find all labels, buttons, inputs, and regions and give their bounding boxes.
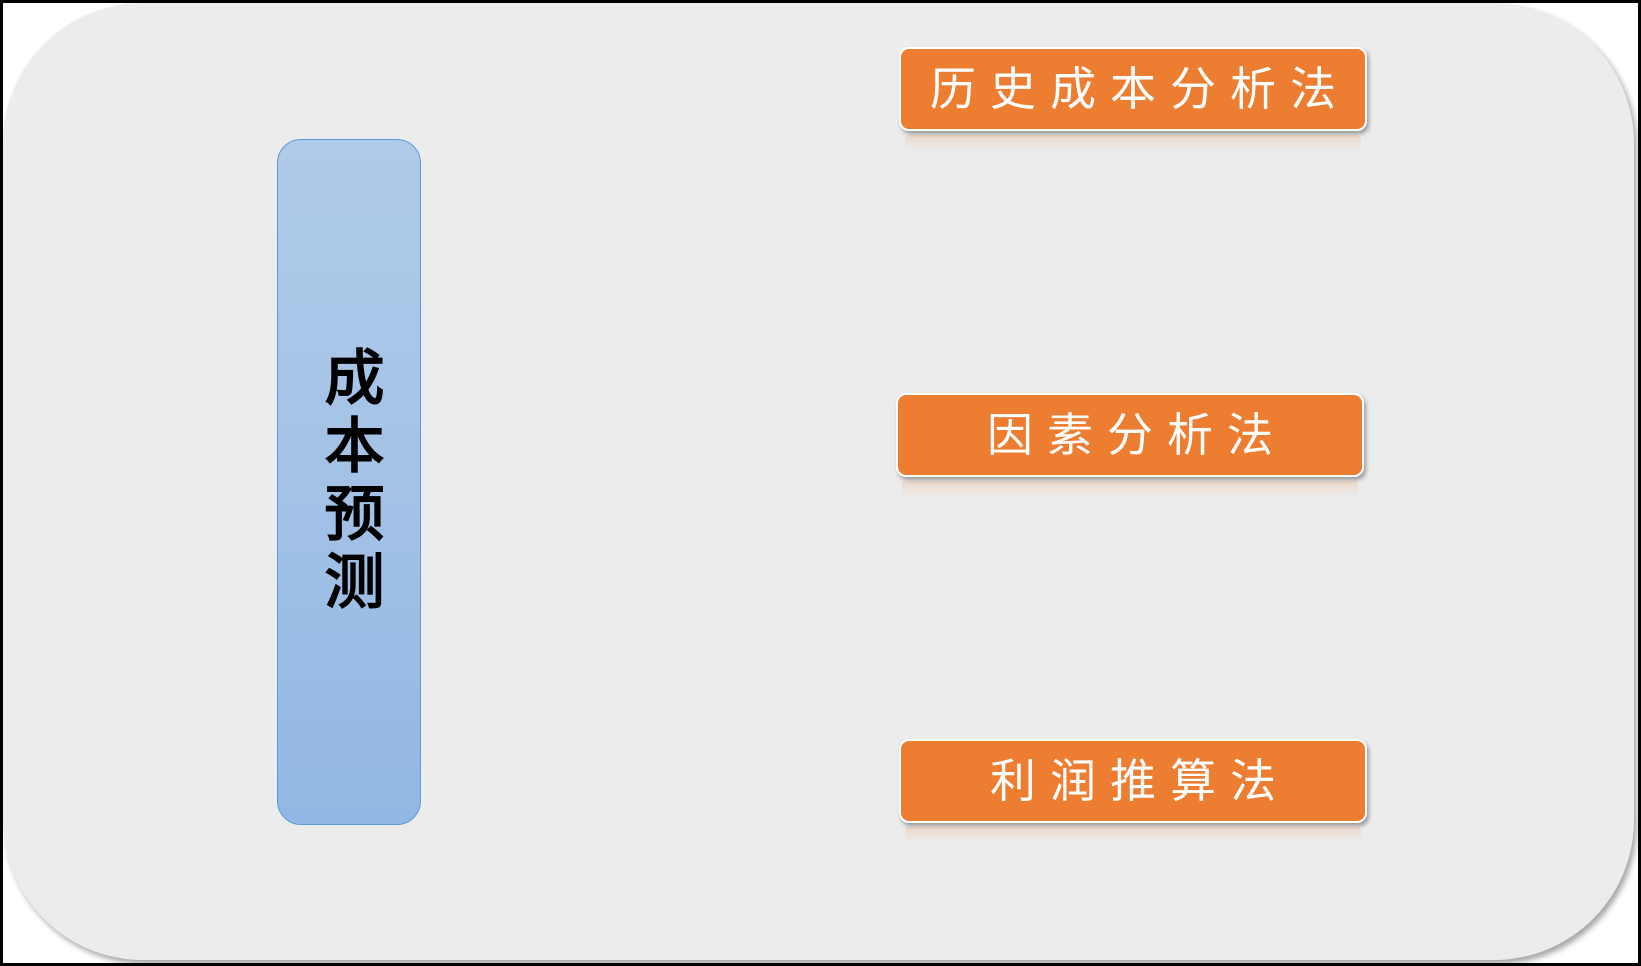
branch-node-historical-cost-analysis: 历史成本分析法 xyxy=(899,47,1367,151)
branch-node-factor-analysis: 因素分析法 xyxy=(896,393,1364,497)
branch-node-label: 因素分析法 xyxy=(987,408,1287,462)
root-node-label: 成本预测 xyxy=(314,346,384,618)
branch-node-label: 历史成本分析法 xyxy=(930,62,1350,116)
diagram-background-panel xyxy=(3,3,1634,960)
branch-node-label: 利润推算法 xyxy=(990,754,1290,808)
branch-node-profit-estimation: 利润推算法 xyxy=(899,739,1367,843)
root-node-cost-forecast: 成本预测 xyxy=(277,139,421,825)
